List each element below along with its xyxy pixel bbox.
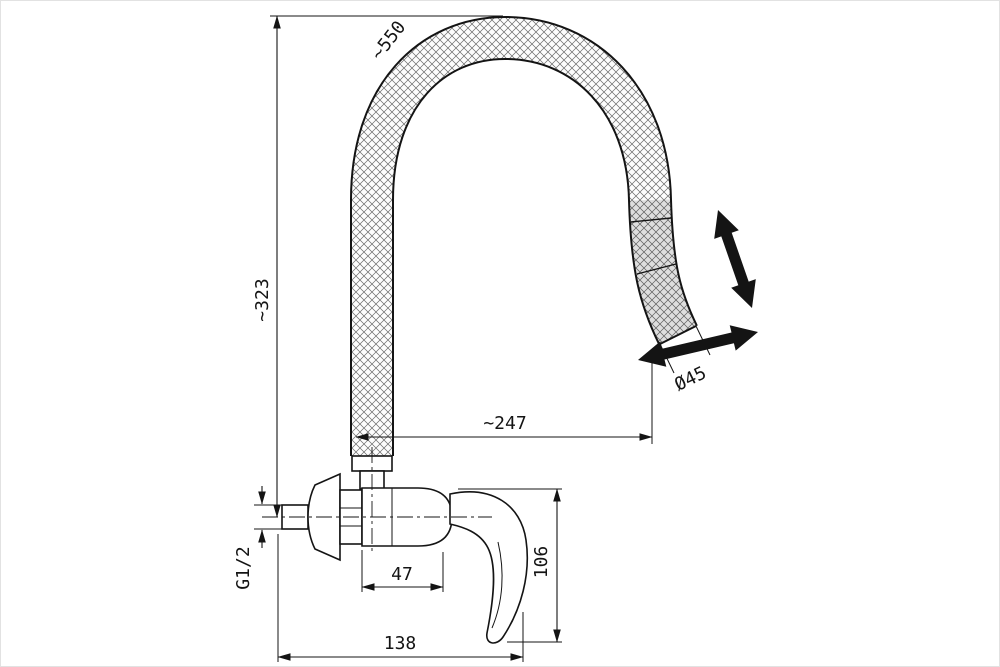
- spout-end-face: [659, 325, 697, 345]
- dim-label-offset: 47: [391, 564, 413, 585]
- flexible-spout-hose: [350, 15, 698, 456]
- dim-label-height: ~323: [252, 278, 273, 321]
- spray-head-joint-line-lower: [636, 263, 677, 275]
- spray-head-joint-line-upper: [630, 217, 672, 223]
- spray-head-shading: [630, 199, 697, 344]
- dim-label-reach: ~247: [483, 413, 526, 434]
- lever-handle: [449, 491, 529, 644]
- spout-swivel-arrow-icon: [638, 325, 758, 367]
- hose-braid-texture: [352, 17, 697, 456]
- spout-updown-arrow-icon: [714, 210, 756, 308]
- ext-lines-inlet-thread: [254, 504, 284, 530]
- dim-label-inlet-thread: G1/2: [233, 546, 254, 589]
- dim-label-projection: 138: [384, 633, 417, 654]
- dim-label-spout-diameter: Ø45: [671, 362, 709, 395]
- faucet-body: [262, 447, 529, 644]
- lever-handle-detail: [491, 541, 503, 629]
- hex-nut-flats: [340, 507, 362, 527]
- dim-label-handle-drop: 106: [531, 546, 552, 579]
- ext-lines-handle-drop: [458, 488, 562, 643]
- movement-indicators: [638, 210, 758, 367]
